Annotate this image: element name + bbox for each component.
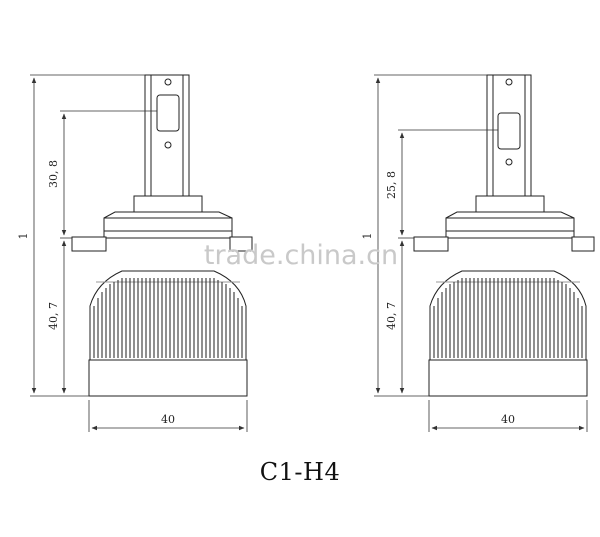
watermark-text: trade.china.cn <box>203 240 399 271</box>
upper-height-label-left: 30, 8 <box>47 160 60 188</box>
bulb-drawing-left <box>71 74 253 397</box>
width-label-right: 40 <box>501 413 515 426</box>
width-label-left: 40 <box>161 413 175 426</box>
total-height-label-left: 1 <box>17 233 30 240</box>
dimension-lines-left <box>30 74 248 432</box>
upper-height-label-right: 25, 8 <box>385 171 398 199</box>
bulb-drawing-right <box>413 74 595 397</box>
lower-height-label-left: 40, 7 <box>47 302 60 330</box>
total-height-label-right: 1 <box>361 233 374 240</box>
lower-height-label-right: 40, 7 <box>385 302 398 330</box>
dimension-lines-right <box>374 74 588 432</box>
model-caption: C1-H4 <box>259 458 341 486</box>
